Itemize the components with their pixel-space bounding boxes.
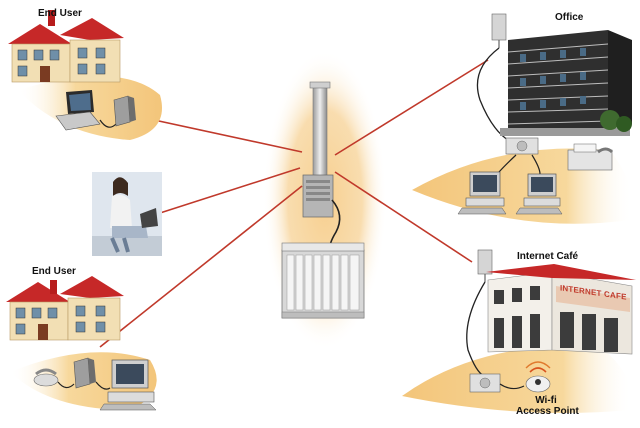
modem-icon (113, 95, 136, 127)
desktop-computer-icon (515, 173, 563, 215)
desktop-computer-icon (457, 171, 507, 215)
internet-cafe-label: Internet Café (517, 251, 579, 262)
network-rack-icon (281, 242, 365, 319)
wifi-label-line2: Access Point (516, 406, 579, 417)
link-to-end-user-bottom (99, 185, 303, 348)
house-icon (6, 276, 124, 341)
link-to-office (334, 59, 489, 156)
wifi-antenna-icon (491, 13, 507, 48)
office-building-icon (500, 30, 632, 136)
internet-cafe-scene (402, 249, 636, 413)
internet-cafe-building-icon (486, 264, 636, 355)
end-user-bottom-label: End User (32, 266, 76, 277)
link-to-internet-cafe (334, 171, 473, 263)
link-lines (99, 59, 489, 348)
wifi-access-point-label: Wi-fi Access Point (516, 395, 579, 417)
wifi-access-point-icon (525, 361, 551, 393)
router-icon (505, 137, 539, 155)
router-icon (469, 373, 501, 393)
desktop-computer-icon (99, 359, 157, 411)
end-user-bottom-scene (6, 276, 157, 411)
base-station-tower-icon (302, 81, 341, 253)
end-user-top-label: End User (38, 8, 82, 19)
laptop-icon (55, 90, 101, 131)
office-label: Office (555, 12, 584, 23)
fax-machine-icon (567, 143, 614, 171)
modem-icon (73, 357, 96, 389)
link-to-person (159, 167, 301, 214)
end-user-top-scene (8, 10, 162, 140)
office-scene (412, 13, 633, 224)
telephone-icon (33, 368, 59, 387)
wifi-label-line1: Wi-fi (535, 395, 557, 406)
house-icon (8, 10, 124, 83)
ground-patch (402, 345, 632, 413)
person-with-laptop-icon (92, 172, 162, 256)
link-to-end-user-top (144, 117, 303, 153)
wifi-antenna-icon (477, 249, 493, 282)
